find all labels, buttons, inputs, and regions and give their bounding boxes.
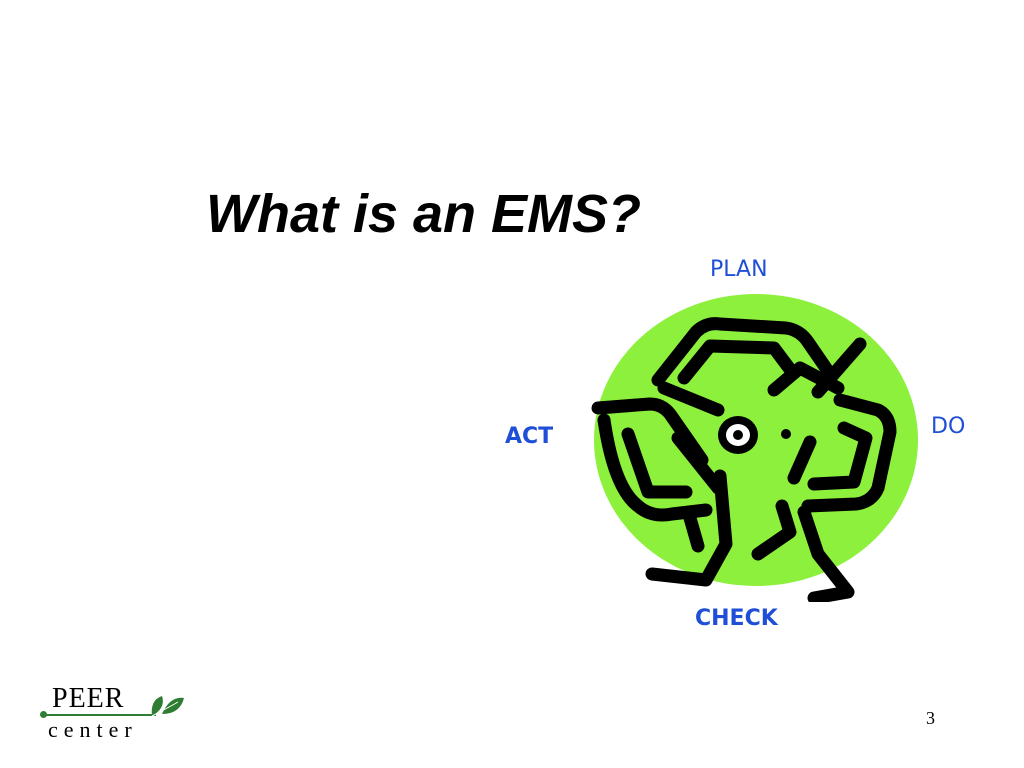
logo-center-text: center xyxy=(48,717,138,742)
recycle-arrow-top-icon xyxy=(651,317,867,417)
recycle-arrow-left-icon xyxy=(591,397,733,587)
plan-label: PLAN xyxy=(710,257,768,282)
logo-dot xyxy=(40,711,47,718)
center-eye-pupil xyxy=(733,430,743,440)
recycle-cycle-graphic xyxy=(591,294,918,602)
center-dot-icon xyxy=(781,429,791,439)
peer-center-logo: PEER center xyxy=(40,682,200,742)
do-label: DO xyxy=(931,414,966,439)
logo-peer-text: PEER xyxy=(52,683,125,714)
recycle-arrow-right-icon xyxy=(751,393,897,602)
page-number: 3 xyxy=(926,708,935,728)
act-label: ACT xyxy=(505,424,554,449)
leaf-icon xyxy=(151,696,184,717)
check-label: CHECK xyxy=(695,606,778,631)
logo-underline xyxy=(44,714,156,716)
slide-title: What is an EMS? xyxy=(206,184,642,244)
